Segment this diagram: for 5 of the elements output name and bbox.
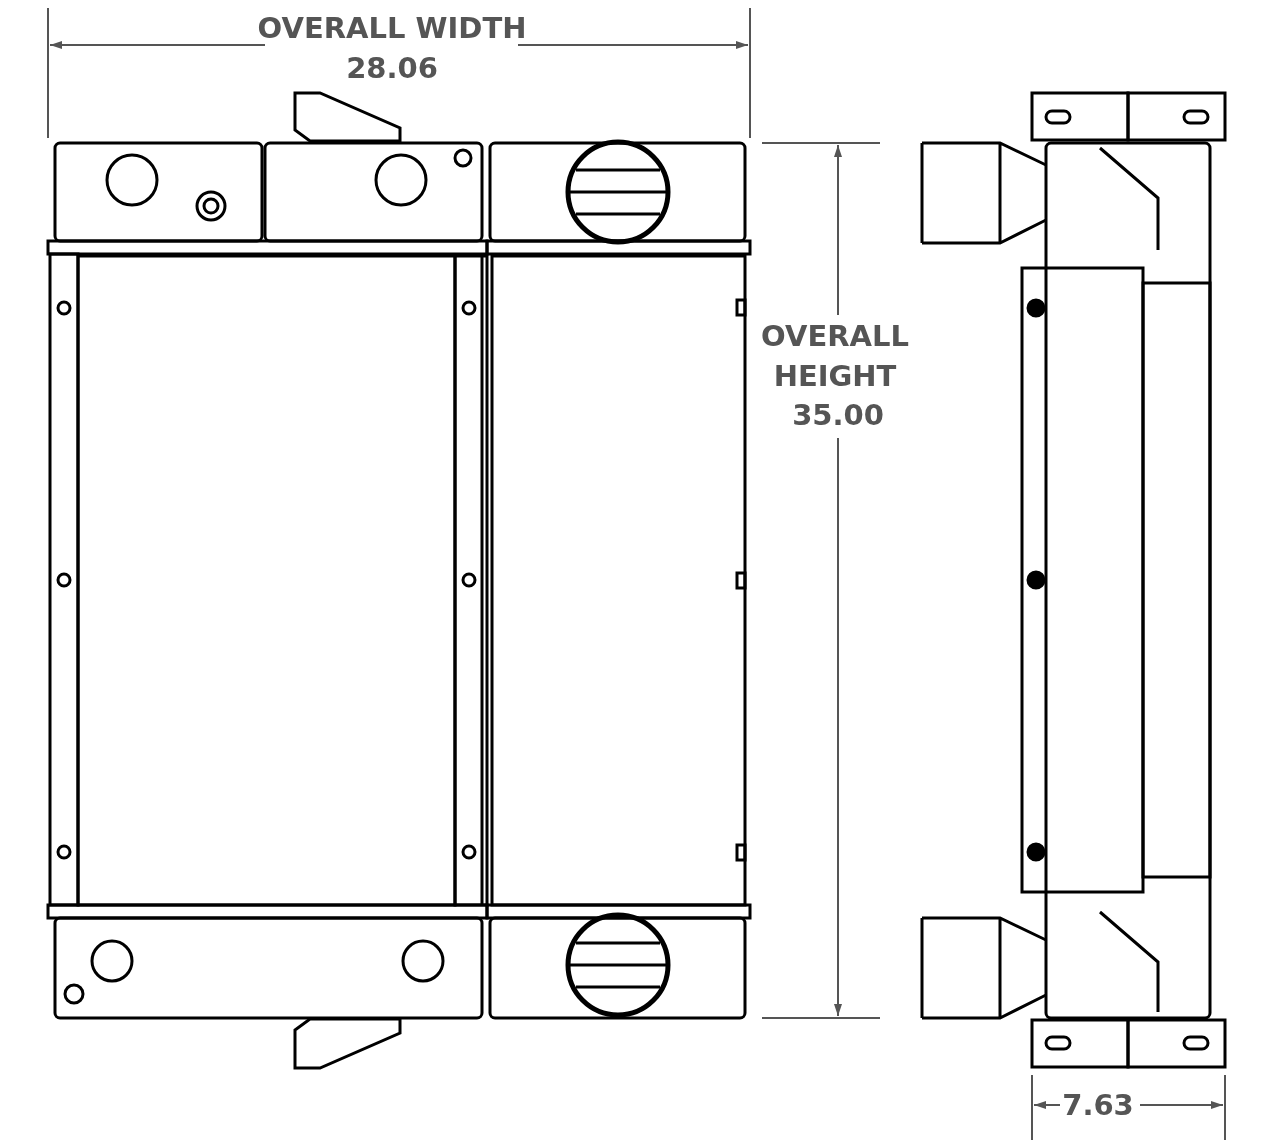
dimension-value: 35.00: [792, 397, 884, 434]
dimension-value: 7.63: [1062, 1087, 1134, 1124]
dimension-label: OVERALL WIDTH: [257, 10, 527, 47]
dimension-value: 28.06: [346, 50, 438, 87]
dimension-label: OVERALL HEIGHT: [760, 318, 910, 395]
